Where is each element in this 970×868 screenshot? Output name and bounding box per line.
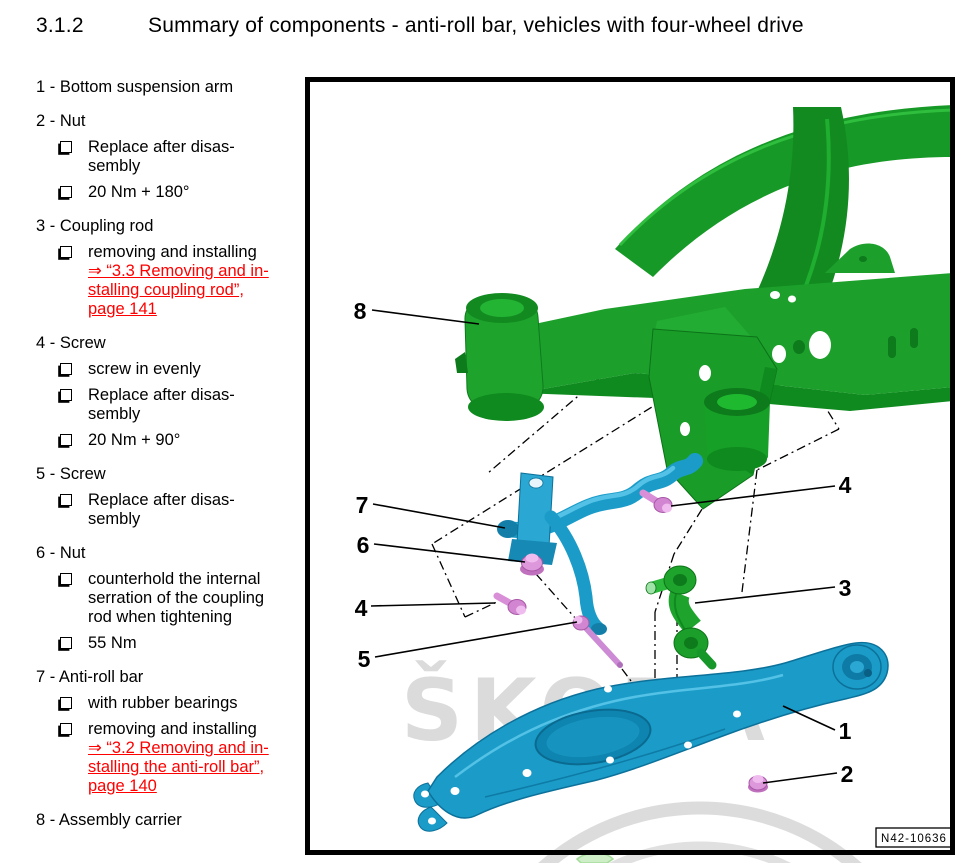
checkbox-bullet-icon [60,389,72,401]
bullet-row: screw in evenly [60,360,300,379]
checkbox-bullet-icon [60,434,72,446]
section-number: 3.1.2 [36,14,84,37]
callout-5-label: 5 [358,646,371,672]
callout-1-label: 1 [839,718,852,744]
skoda-logo-ring-inner [599,841,801,868]
nut-6 [520,553,544,576]
screw-4-left [493,592,527,615]
bullet-text: 20 Nm + 90° [88,431,181,449]
part-item-8: 8 - Assembly carrier [36,811,300,830]
part-item-head: 8 - Assembly carrier [36,811,182,829]
part-item-head: 7 - Anti-roll bar [36,668,144,686]
part-item-head: 2 - Nut [36,112,86,130]
callout-2-label: 2 [841,761,854,787]
checkbox-bullet-icon [60,141,72,153]
checkbox-bullet-icon [60,494,72,506]
cross-reference-link[interactable]: ⇒ “3.3 Removing and in- stalling couplin… [88,262,269,318]
assembly-carrier-shape [455,105,954,510]
bullet-text: with rubber bearings [88,694,238,712]
bullet-text: counterhold the internal serration of th… [88,570,265,626]
bullet-row: Replace after disas- sembly [60,386,300,424]
callout-3-label: 3 [839,575,852,601]
bullet-text: screw in evenly [88,360,201,378]
checkbox-bullet-icon [60,723,72,735]
callout-4-right-label: 4 [839,472,852,498]
checkbox-bullet-icon [60,637,72,649]
callout-7-label: 7 [356,492,369,518]
checkbox-bullet-icon [60,363,72,375]
screw-4-right [639,489,673,513]
part-item-1: 1 - Bottom suspension arm [36,78,300,97]
diagram-panel: ŠKODA [305,77,955,868]
part-item-head: 3 - Coupling rod [36,217,154,235]
bullet-text: Replace after disas- sembly [88,138,235,175]
callout-8-label: 8 [354,298,367,324]
bullet-row: counterhold the internal serration of th… [60,570,300,627]
checkbox-bullet-icon [60,573,72,585]
part-item-7: 7 - Anti-roll bar with rubber bearings rem… [36,668,300,796]
bullet-row: removing and installing⇒ “3.2 Removing a… [60,720,300,796]
bullet-row: Replace after disas- sembly [60,138,300,176]
bullet-text: 20 Nm + 180° [88,183,190,201]
callout-leader-lines [370,309,838,784]
nut-2 [748,775,768,793]
callout-6-label: 6 [357,532,370,558]
bullet-text: Replace after disas- sembly [88,491,235,528]
bullet-text: Replace after disas- sembly [88,386,235,423]
callout-4-left-label: 4 [355,595,368,621]
part-item-head: 4 - Screw [36,334,106,352]
drawing-number: N42-10636 [881,833,947,845]
bullet-row: with rubber bearings [60,694,300,713]
part-item-head: 5 - Screw [36,465,106,483]
checkbox-bullet-icon [60,246,72,258]
checkbox-bullet-icon [60,186,72,198]
skoda-logo-ring-outer [532,801,868,868]
suspension-arm-shape [413,641,889,832]
diagram-border [305,77,955,855]
part-item-3: 3 - Coupling rod removing and installing⇒… [36,217,300,319]
part-item-head: 6 - Nut [36,544,86,562]
section-title: Summary of components - anti-roll bar, v… [148,14,804,37]
bullet-row: Replace after disas- sembly [60,491,300,529]
coupling-rod-shape [645,565,717,670]
bullet-row: 20 Nm + 180° [60,183,300,202]
checkbox-bullet-icon [60,697,72,709]
bullet-row: removing and installing⇒ “3.3 Removing a… [60,243,300,319]
part-item-head: 1 - Bottom suspension arm [36,78,234,96]
anti-roll-bar-shape [497,453,703,635]
bullet-row: 20 Nm + 90° [60,431,300,450]
bullet-text: removing and installing⇒ “3.2 Removing a… [88,720,269,795]
drawing-number-box: N42-10636 [875,827,953,848]
cross-reference-link[interactable]: ⇒ “3.2 Removing and in- stalling the ant… [88,739,269,795]
bullet-text: removing and installing⇒ “3.3 Removing a… [88,243,269,318]
bullet-text: 55 Nm [88,634,137,652]
bullet-row: 55 Nm [60,634,300,653]
